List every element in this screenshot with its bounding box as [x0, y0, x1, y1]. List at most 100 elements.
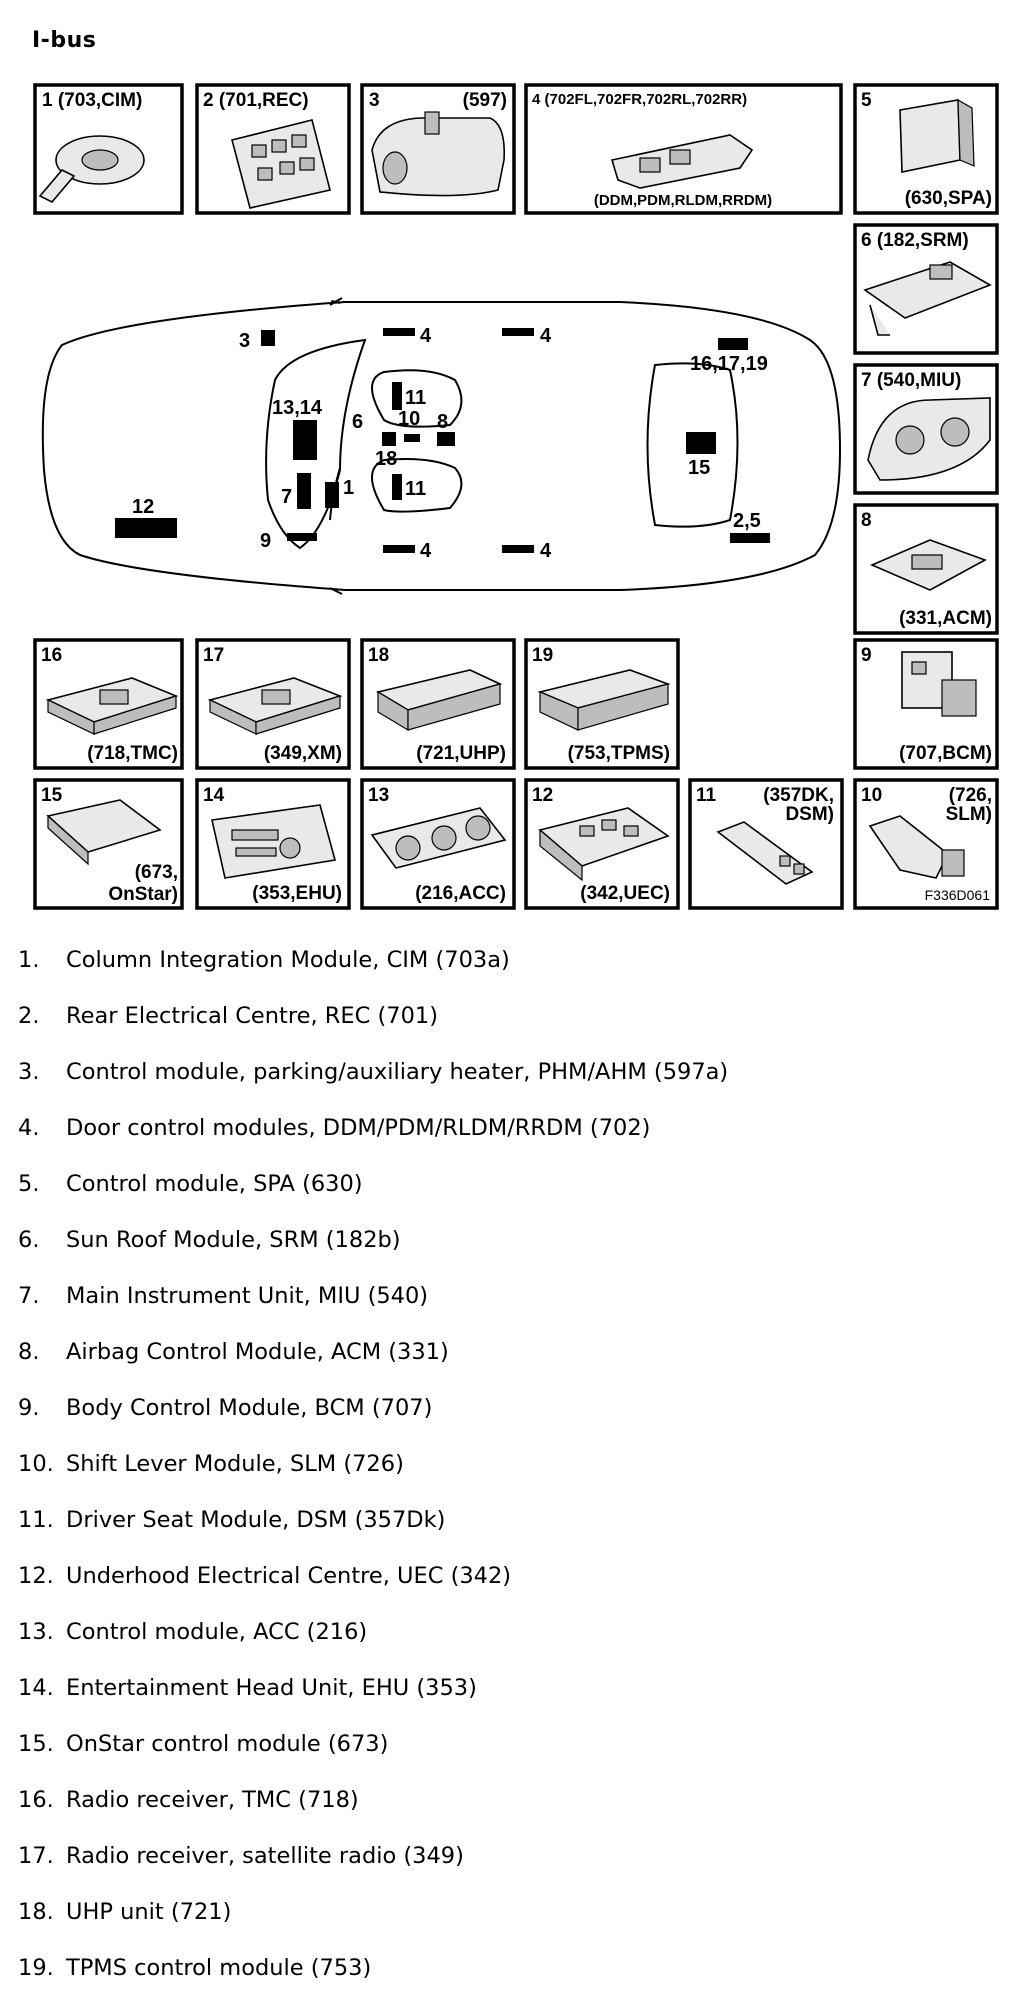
car-label-4-rear-right: 4: [540, 540, 552, 562]
legend-number: 1.: [18, 947, 40, 973]
underhood-centre-illustration: [538, 807, 670, 882]
page-title: I-bus: [32, 28, 97, 53]
box-code: (540,MIU): [877, 370, 961, 391]
car-label-12: 12: [132, 496, 154, 518]
module-box-12-uec: 12 (342,UEC): [524, 778, 680, 910]
legend-text: Door control modules, DDM/PDM/RLDM/RRDM …: [66, 1115, 651, 1141]
car-label-9: 9: [260, 530, 271, 552]
box-code: (718,TMC): [87, 743, 178, 764]
box-number: 17: [203, 645, 224, 666]
box-code: (721,UHP): [416, 743, 506, 764]
box-code-secondary: (DDM,PDM,RLDM,RRDM): [594, 192, 772, 209]
module-box-1-cim: 1 (703,CIM): [33, 83, 184, 215]
location-markers: [115, 328, 770, 553]
legend-text: Body Control Module, BCM (707): [66, 1395, 433, 1421]
box-code: (630,SPA): [905, 188, 992, 209]
legend-item: 15.OnStar control module (673): [18, 1716, 728, 1772]
column-module-illustration: [38, 135, 145, 203]
module-box-5-spa: 5 (630,SPA): [853, 83, 999, 215]
legend-text: Rear Electrical Centre, REC (701): [66, 1003, 438, 1029]
module-box-6-srm: 6 (182,SRM): [853, 223, 999, 355]
box-code: (353,EHU): [252, 883, 342, 904]
legend-text: TPMS control module (753): [66, 1955, 372, 1981]
legend-text: Shift Lever Module, SLM (726): [66, 1451, 404, 1477]
figure-id: F336D061: [925, 887, 991, 903]
legend-number: 7.: [18, 1283, 40, 1309]
legend-text: Control module, ACC (216): [66, 1619, 368, 1645]
legend-number: 4.: [18, 1115, 40, 1141]
box-number: 10: [861, 785, 882, 806]
legend-item: 17.Radio receiver, satellite radio (349): [18, 1828, 728, 1884]
legend-text: Sun Roof Module, SRM (182b): [66, 1227, 401, 1253]
box-code: (702FL,702FR,702RL,702RR): [545, 91, 748, 108]
car-label-3: 3: [239, 330, 250, 352]
car-label-4-front-left: 4: [420, 325, 432, 347]
legend-number: 3.: [18, 1059, 40, 1085]
box-code: (597): [463, 90, 507, 111]
module-box-15-onstar: 15 (673, OnStar): [33, 778, 184, 910]
legend-item: 13.Control module, ACC (216): [18, 1604, 728, 1660]
car-label-4-front-right: 4: [420, 540, 432, 562]
box-code: (726,: [949, 785, 992, 806]
box-number: 8: [861, 510, 872, 531]
module-box-11-dsm: 11 (357DK, DSM): [688, 778, 844, 910]
module-box-9-bcm: 9 (707,BCM): [853, 638, 999, 770]
legend-item: 2. Rear Electrical Centre, REC (701): [18, 988, 728, 1044]
legend-number: 6.: [18, 1227, 40, 1253]
electrical-centre-illustration: [231, 119, 331, 209]
legend-item: 10.Shift Lever Module, SLM (726): [18, 1436, 728, 1492]
legend-number: 18.: [18, 1899, 54, 1925]
module-box-7-miu: 7 (540,MIU): [853, 363, 999, 495]
ibus-diagram: 1 (703,CIM) 2 (701,REC) 3 (597): [33, 83, 999, 910]
legend-number: 2.: [18, 1003, 40, 1029]
car-label-7: 7: [281, 486, 292, 508]
svg-text:4 (702FL,702FR,702RL,702RR): 4 (702FL,702FR,702RL,702RR): [532, 91, 747, 108]
sunroof-module-illustration: [863, 261, 992, 336]
box-code: (753,TPMS): [568, 743, 670, 764]
bcm-module-illustration: [901, 651, 977, 717]
seat-module-illustration: [716, 821, 814, 885]
legend-text: Entertainment Head Unit, EHU (353): [66, 1675, 477, 1701]
legend-number: 15.: [18, 1731, 54, 1757]
box-number: 11: [696, 785, 717, 806]
legend-text: Underhood Electrical Centre, UEC (342): [66, 1563, 512, 1589]
legend-number: 17.: [18, 1843, 54, 1869]
shift-lever-module-illustration: [868, 815, 965, 879]
legend-number: 5.: [18, 1171, 40, 1197]
legend-number: 11.: [18, 1507, 54, 1533]
box-number: 15: [41, 785, 63, 806]
legend-item: 7.Main Instrument Unit, MIU (540): [18, 1268, 728, 1324]
legend-text: Airbag Control Module, ACM (331): [66, 1339, 449, 1365]
car-outline: [41, 297, 842, 595]
box-code: (707,BCM): [899, 743, 992, 764]
box-number: 7: [861, 370, 872, 391]
module-box-2-rec: 2 (701,REC): [195, 83, 351, 215]
instrument-cluster-illustration: [867, 397, 991, 481]
box-number: 4: [532, 91, 541, 108]
module-box-13-acc: 13 (216,ACC): [360, 778, 516, 910]
legend-text: Column Integration Module, CIM (703a): [66, 947, 510, 973]
box-code: (342,UEC): [580, 883, 670, 904]
module-box-19-tpms: 19 (753,TPMS): [524, 638, 680, 770]
car-label-15: 15: [688, 457, 710, 479]
climate-control-illustration: [370, 807, 507, 869]
box-code: (357DK,: [763, 785, 834, 806]
legend-item: 5.Control module, SPA (630): [18, 1156, 728, 1212]
module-box-8-acm: 8 (331,ACM): [853, 503, 999, 635]
onstar-module-illustration: [46, 799, 162, 866]
box-number: 13: [368, 785, 389, 806]
module-box-18-uhp: 18 (721,UHP): [360, 638, 516, 770]
legend-item: 1. Column Integration Module, CIM (703a): [18, 932, 728, 988]
car-label-11-upper: 11: [405, 387, 426, 409]
svg-text:7 (540,MIU): 7 (540,MIU): [861, 370, 961, 391]
car-label-10: 10: [398, 408, 420, 430]
module-box-14-ehu: 14 (353,EHU): [195, 778, 351, 910]
legend-item: 16.Radio receiver, TMC (718): [18, 1772, 728, 1828]
module-box-16-tmc: 16 (718,TMC): [33, 638, 184, 770]
box-number: 18: [368, 645, 389, 666]
box-number: 9: [861, 645, 872, 666]
car-label-8: 8: [437, 411, 448, 433]
box-code: (331,ACM): [899, 608, 992, 629]
car-label-4-rear-left: 4: [540, 325, 552, 347]
box-number: 19: [532, 645, 553, 666]
